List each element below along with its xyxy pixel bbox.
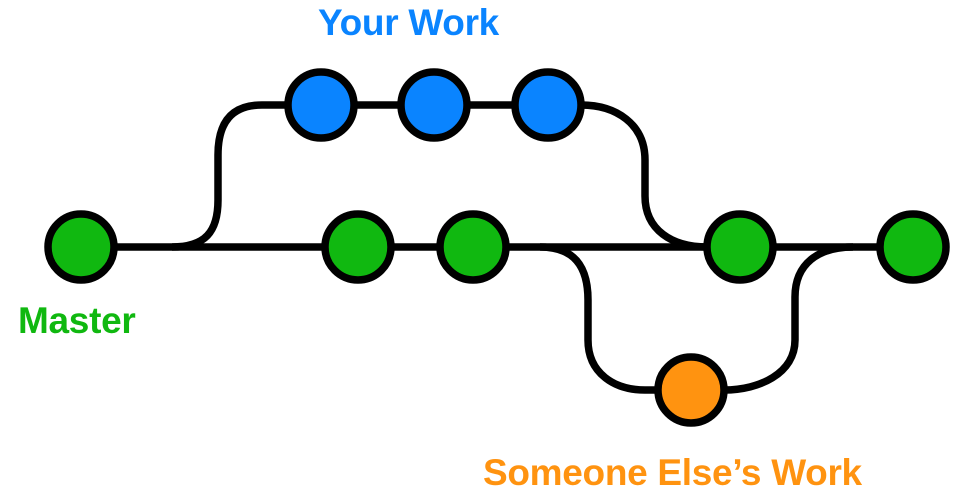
edge-merge-someone-else	[723, 243, 854, 394]
commit-node-m5[interactable]	[876, 210, 950, 284]
commit-node-m3[interactable]	[436, 210, 510, 284]
commit-node-b3[interactable]	[511, 68, 585, 142]
commit-node-o1[interactable]	[654, 353, 728, 427]
commit-circle-m5[interactable]	[876, 210, 950, 284]
nodes-layer	[44, 68, 950, 427]
commit-circle-b1[interactable]	[284, 68, 358, 142]
commit-node-b1[interactable]	[284, 68, 358, 142]
commit-circle-m4[interactable]	[703, 210, 777, 284]
commit-circle-b2[interactable]	[397, 68, 471, 142]
edge-merge-your-work	[580, 101, 708, 251]
commit-node-m2[interactable]	[321, 210, 395, 284]
branch-label-your-work: Your Work	[318, 2, 499, 43]
branch-label-master: Master	[18, 300, 136, 341]
commit-circle-b3[interactable]	[511, 68, 585, 142]
commit-circle-o1[interactable]	[654, 353, 728, 427]
commit-circle-m1[interactable]	[44, 210, 118, 284]
branch-label-someone-else: Someone Else’s Work	[483, 452, 862, 493]
commit-node-m1[interactable]	[44, 210, 118, 284]
commit-node-m4[interactable]	[703, 210, 777, 284]
edge-branch-out-someone-else	[539, 243, 658, 394]
commit-circle-m2[interactable]	[321, 210, 395, 284]
commit-circle-m3[interactable]	[436, 210, 510, 284]
commit-node-b2[interactable]	[397, 68, 471, 142]
edge-branch-out-your-work	[171, 101, 288, 251]
